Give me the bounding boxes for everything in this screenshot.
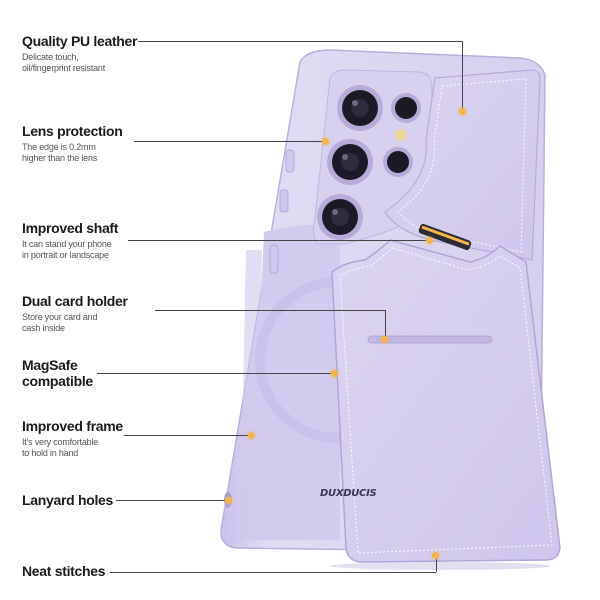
marker-dot xyxy=(225,497,232,504)
feature-title: Lens protection xyxy=(22,123,123,139)
leader-line xyxy=(155,310,385,311)
feature-desc-line: higher than the lens xyxy=(22,153,98,163)
feature-desc-line: Store your card and xyxy=(22,312,98,322)
marker-dot xyxy=(331,370,338,377)
marker-dot xyxy=(381,336,388,343)
marker-dot xyxy=(459,108,466,115)
feature-desc: It's very comfortable to hold in hand xyxy=(22,437,123,459)
feature-lanyard-holes: Lanyard holes xyxy=(22,492,113,508)
card-slot xyxy=(367,335,493,344)
feature-desc-line: oil/fingerprint resistant xyxy=(22,63,106,73)
feature-desc: Delicate touch, oil/fingerprint resistan… xyxy=(22,52,137,74)
leader-line xyxy=(124,435,252,436)
feature-title: Improved shaft xyxy=(22,220,119,236)
feature-desc-line: The edge is 0.2mm xyxy=(22,142,96,152)
feature-title-line2: compatible xyxy=(22,373,93,389)
feature-title: MagSafe xyxy=(22,357,78,373)
feature-neat-stitches: Neat stitches xyxy=(22,563,106,579)
leather-card-holder xyxy=(331,239,561,563)
leader-line xyxy=(138,41,462,42)
marker-dot xyxy=(426,237,433,244)
leader-line xyxy=(134,141,326,142)
leather-flap-upper xyxy=(384,69,541,261)
leader-line xyxy=(116,500,228,501)
leader-line xyxy=(97,373,334,374)
feature-lens-protection: Lens protection The edge is 0.2mm higher… xyxy=(22,123,123,164)
marker-dot xyxy=(322,138,329,145)
feature-title: Quality PU leather xyxy=(22,33,138,49)
camera-lenses xyxy=(317,85,421,240)
feature-improved-frame: Improved frame It's very comfortable to … xyxy=(22,418,123,459)
marker-dot xyxy=(432,552,439,559)
feature-desc: Store your card and cash inside xyxy=(22,312,128,334)
feature-title: Dual card holder xyxy=(22,293,128,309)
feature-desc-line: Delicate touch, xyxy=(22,52,79,62)
leader-line xyxy=(462,41,463,111)
feature-desc-line: cash inside xyxy=(22,323,65,333)
feature-dual-card-holder: Dual card holder Store your card and cas… xyxy=(22,293,128,334)
brand-logo: DUXDUCIS xyxy=(320,488,377,499)
feature-improved-shaft: Improved shaft It can stand your phone i… xyxy=(22,220,118,261)
feature-title: Lanyard holes xyxy=(22,492,114,508)
feature-desc-line: It can stand your phone xyxy=(22,239,112,249)
feature-desc-line: in portrait or landscape xyxy=(22,250,109,260)
feature-desc-line: to hold in hand xyxy=(22,448,79,458)
feature-desc: The edge is 0.2mm higher than the lens xyxy=(22,142,123,164)
feature-desc-line: It's very comfortable xyxy=(22,437,99,447)
feature-title: Neat stitches xyxy=(22,563,106,579)
feature-desc: It can stand your phone in portrait or l… xyxy=(22,239,118,261)
leader-line xyxy=(385,310,386,340)
leader-line xyxy=(128,240,428,241)
leader-line xyxy=(110,572,436,573)
marker-dot xyxy=(248,432,255,439)
feature-title: Improved frame xyxy=(22,418,123,434)
feature-magsafe-compatible: MagSafe compatible xyxy=(22,357,93,389)
leader-line xyxy=(436,556,437,572)
feature-quality-pu-leather: Quality PU leather Delicate touch, oil/f… xyxy=(22,33,138,74)
